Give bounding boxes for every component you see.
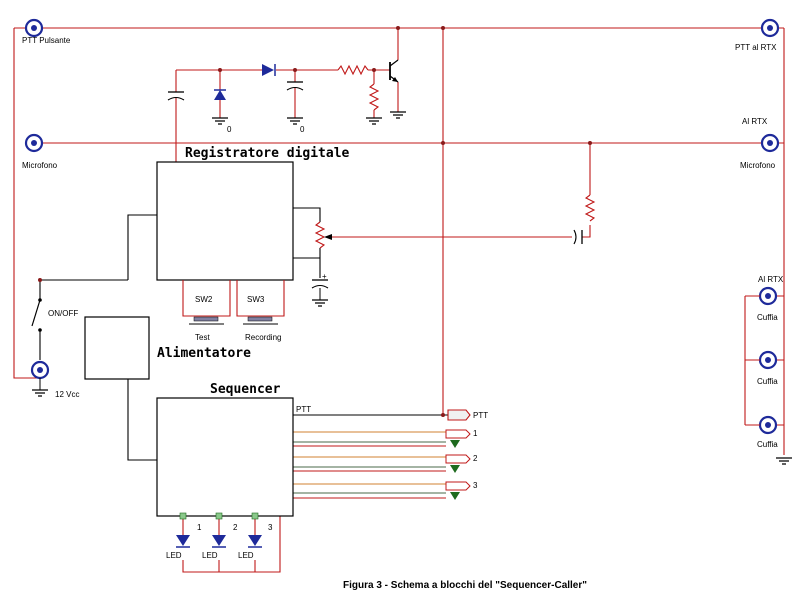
ptt-out-label: PTT [473, 411, 488, 420]
resistor-symbol [584, 194, 596, 222]
label-cuffia-2: Cuffia [757, 377, 778, 386]
figure-caption: Figura 3 - Schema a blocchi del "Sequenc… [343, 580, 587, 591]
led-connectors [179, 512, 259, 520]
connector-ptt [447, 409, 471, 421]
led-3-label: LED [238, 551, 254, 560]
label-supply: 12 Vcc [55, 390, 79, 399]
label-al-rtx-cuffia: Al RTX [758, 275, 784, 284]
junction-dot [441, 26, 445, 30]
diode-symbol [214, 89, 226, 100]
label-microfono-left: Microfono [22, 161, 58, 170]
jack-ptt-pulsante [24, 18, 44, 38]
cap-plus-label: + [322, 272, 327, 281]
led-1 [176, 535, 190, 548]
output-2-label: 2 [473, 454, 478, 463]
block-sequencer-title: Sequencer [210, 382, 281, 397]
block-registratore-title: Registratore digitale [185, 146, 350, 161]
diode-symbol [262, 64, 276, 76]
led-2 [212, 535, 226, 548]
capacitor-symbol [167, 91, 185, 101]
jack-cuffia-1 [758, 286, 778, 306]
ptt-line-label: PTT [296, 405, 311, 414]
junction-dot [441, 141, 445, 145]
jack-microfono-left [24, 133, 44, 153]
capacitor-symbol [311, 279, 329, 307]
junction-dot [441, 413, 445, 417]
connector-out-2 [445, 454, 471, 473]
ground-label: 0 [227, 125, 232, 134]
wires [13, 27, 785, 573]
ground-symbol [212, 117, 228, 125]
output-1-label: 1 [473, 429, 478, 438]
block-registratore [156, 161, 294, 281]
led-2-label: LED [202, 551, 218, 560]
junction-dot [218, 68, 222, 72]
wire-left-rail [13, 28, 40, 379]
junctions [38, 26, 592, 417]
wire-mic-pot [330, 143, 591, 238]
transistor-symbol [389, 59, 399, 83]
block-sequencer [156, 397, 294, 517]
resistor-symbol [337, 64, 369, 76]
junction-dot [588, 141, 592, 145]
junction-dot [38, 278, 42, 282]
output-3-label: 3 [473, 481, 478, 490]
connector-out-1 [445, 429, 471, 448]
label-ptt-rtx: PTT al RTX [735, 43, 777, 52]
block-alimentatore-title: Alimentatore [157, 346, 251, 361]
sw2-code: SW2 [195, 295, 213, 304]
led-1-number: 1 [197, 523, 202, 532]
resistor-symbol [368, 83, 380, 111]
ground-label: 0 [300, 125, 305, 134]
led-2-number: 2 [233, 523, 238, 532]
ground-symbol [390, 111, 406, 119]
wire-cuffia-stubs [745, 295, 760, 426]
jack-cuffia-2 [758, 350, 778, 370]
label-al-rtx-mic: Al RTX [742, 117, 768, 126]
potentiometer-symbol [314, 221, 332, 249]
label-cuffia-1: Cuffia [757, 313, 778, 322]
capacitor-symbol [573, 229, 583, 245]
led-1-label: LED [166, 551, 182, 560]
label-on-off: ON/OFF [48, 309, 78, 318]
jack-microfono-right [760, 133, 780, 153]
led-3 [248, 535, 262, 548]
wire-power-reg [40, 214, 157, 281]
ground-symbol [287, 117, 303, 125]
connector-out-3 [445, 481, 471, 500]
jack-ptt-rtx [760, 18, 780, 38]
led-3-number: 3 [268, 523, 273, 532]
wire-reg-right [293, 207, 321, 278]
switch-sw3 [236, 280, 285, 325]
switch-sw2 [182, 280, 231, 325]
label-ptt-pulsante: PTT Pulsante [22, 36, 71, 45]
sw3-name: Recording [245, 333, 281, 342]
ground-symbol [366, 117, 382, 125]
junction-dot [293, 68, 297, 72]
jack-cuffia-3 [758, 415, 778, 435]
wire-power-seq [127, 378, 157, 461]
sw3-code: SW3 [247, 295, 265, 304]
junction-dot [396, 26, 400, 30]
junction-dot [372, 68, 376, 72]
power-switch [31, 298, 42, 332]
sw2-name: Test [195, 333, 210, 342]
label-microfono-right: Microfono [740, 161, 776, 170]
ground-symbol [776, 457, 792, 465]
ground-symbol [32, 378, 48, 397]
jack-power [30, 360, 50, 380]
capacitor-symbol [286, 81, 304, 91]
label-cuffia-3: Cuffia [757, 440, 778, 449]
block-alimentatore [84, 316, 150, 380]
